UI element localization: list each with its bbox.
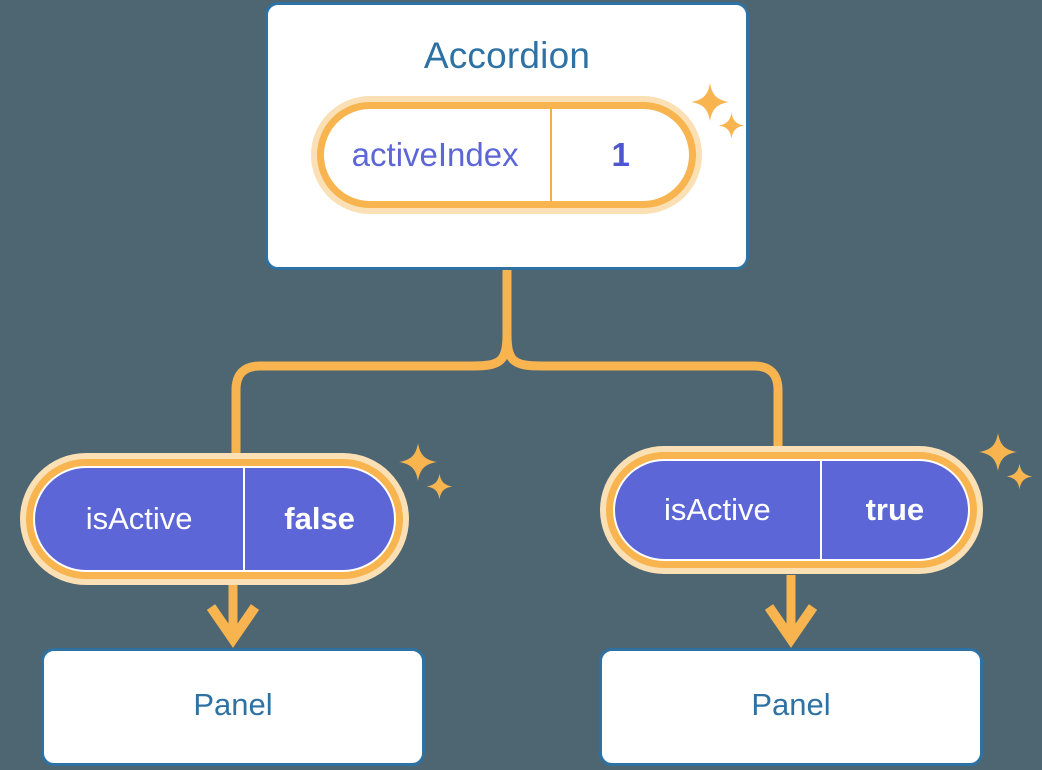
- state-pill-ring: activeIndex 1: [317, 102, 696, 208]
- state-pill-key: isActive: [85, 501, 193, 536]
- state-pill-key: activeIndex: [351, 136, 519, 173]
- state-pill-is-active-right[interactable]: isActive true: [600, 446, 983, 574]
- state-pill-active-index[interactable]: activeIndex 1: [311, 96, 702, 214]
- arrow-down-icon-right: [764, 575, 818, 648]
- state-pill-key: isActive: [663, 492, 771, 527]
- state-pill-is-active-left[interactable]: isActive false: [20, 453, 409, 585]
- state-pill-value: true: [819, 461, 968, 559]
- panel-card-right[interactable]: Panel: [599, 648, 983, 766]
- state-pill-ring: isActive true: [606, 452, 977, 568]
- panel-card-title: Panel: [193, 687, 273, 722]
- state-pill-body: isActive false: [33, 466, 396, 572]
- panel-card-title: Panel: [751, 687, 831, 722]
- connector-branch-right: [502, 329, 783, 455]
- connector-branch-left: [231, 329, 512, 460]
- state-pill-value: 1: [550, 109, 689, 201]
- arrow-down-icon-left: [206, 585, 260, 648]
- state-pill-value: false: [243, 468, 394, 570]
- panel-card-left[interactable]: Panel: [41, 648, 425, 766]
- state-pill-body: isActive true: [613, 459, 970, 561]
- state-pill-body: activeIndex 1: [324, 109, 689, 201]
- state-pill-ring: isActive false: [26, 459, 403, 579]
- accordion-card-title: Accordion: [423, 35, 591, 76]
